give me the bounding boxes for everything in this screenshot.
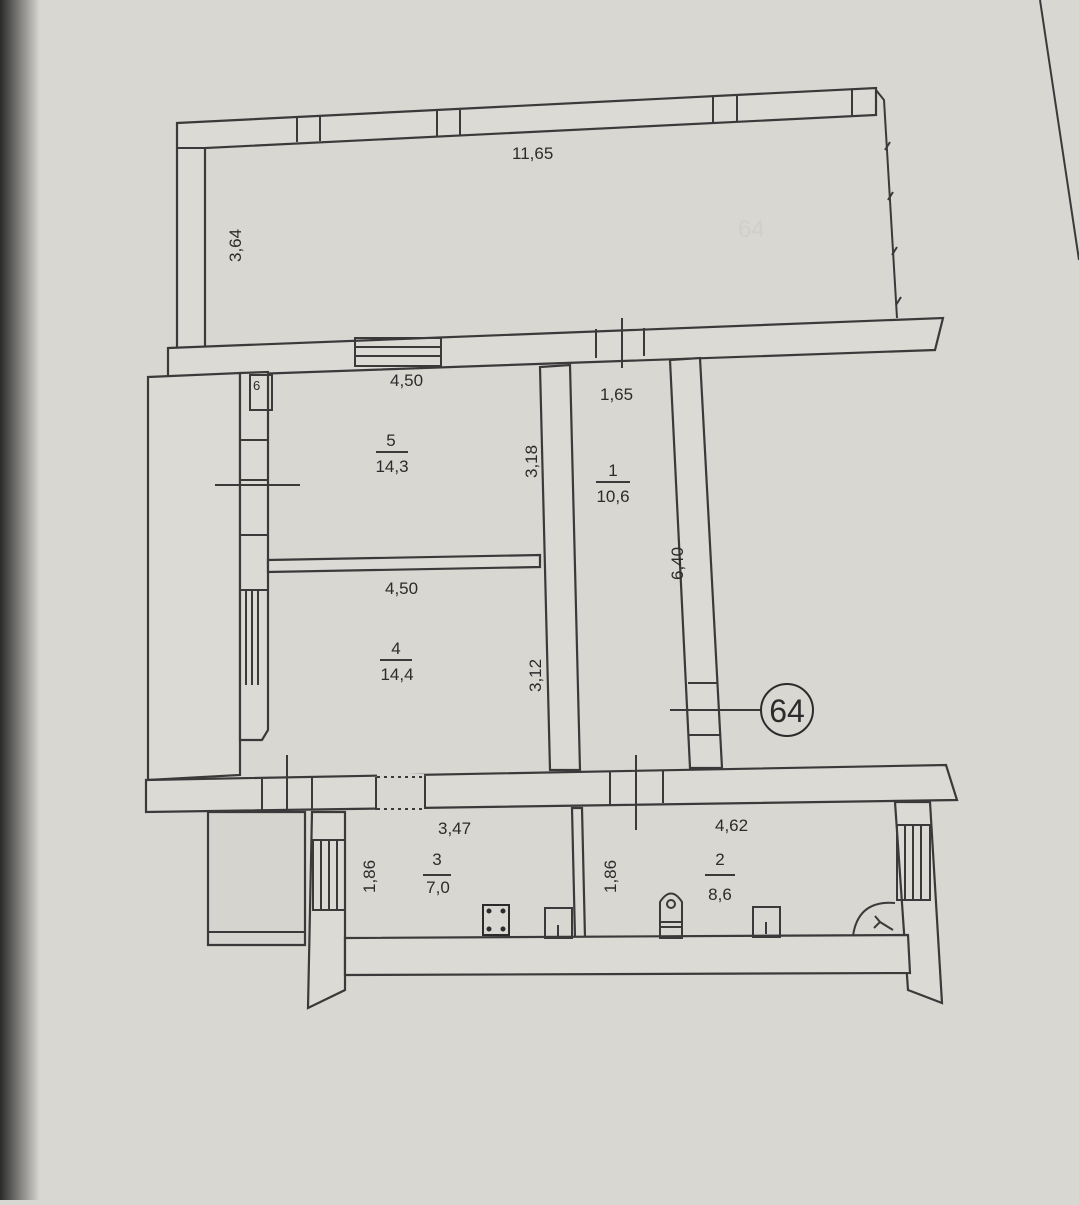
page-shadow [0, 0, 40, 1200]
balcony-wall [166, 316, 945, 379]
dim-room3-width: 3,47 [438, 819, 471, 838]
partition-4-5 [266, 553, 542, 574]
page-edge [1039, 0, 1079, 261]
railing-ticks [884, 141, 902, 306]
room4-number: 4 [391, 639, 400, 658]
stove-icon [482, 904, 510, 936]
left-wall-windows [215, 374, 300, 685]
doorway [377, 774, 424, 812]
watermark: 64 [738, 216, 765, 243]
dim-room3-depth: 1,86 [360, 860, 379, 893]
left-outer-area [146, 371, 242, 782]
room2-number: 2 [715, 850, 724, 869]
dim-room5-width: 4,50 [390, 371, 423, 390]
left-inner-wall [238, 370, 270, 742]
apartment-number: 64 [769, 693, 805, 729]
dim-room2-depth: 1,86 [601, 860, 620, 893]
shaft-label: 6 [253, 378, 260, 393]
room3-area: 7,0 [426, 878, 450, 897]
room3-number: 3 [432, 850, 441, 869]
dim-room4-depth: 3,12 [526, 659, 545, 692]
toilet-icon [659, 892, 683, 939]
middle-wall [144, 763, 959, 814]
dim-room5-depth: 3,18 [522, 445, 541, 478]
wall-3-2 [570, 806, 587, 940]
balcony-window-marks [177, 90, 853, 149]
dim-balcony-width: 3,64 [226, 229, 245, 262]
bottom-outer-wall [343, 933, 912, 977]
washbasin-icon [752, 906, 781, 938]
apartment-marker: 64 [750, 683, 814, 737]
dim-room1-depth: 6,40 [668, 547, 687, 580]
balcony-wall-top-left [175, 86, 878, 350]
balcony-railing [875, 89, 898, 319]
room5-number: 5 [386, 431, 395, 450]
dim-balcony-length: 11,65 [512, 144, 553, 163]
dim-room1-width: 1,65 [600, 385, 633, 404]
room2-area: 8,6 [708, 885, 732, 904]
balcony: 64 11,65 3,64 [175, 86, 902, 350]
sink-icon [544, 907, 573, 939]
dim-room2-width: 4,62 [715, 816, 748, 835]
room5-area: 14,3 [375, 457, 408, 476]
bottom-left-extension [206, 810, 307, 947]
bathtub-corner-icon [852, 901, 896, 937]
balcony-door [354, 318, 645, 368]
room4-area: 14,4 [380, 665, 413, 684]
wall-5-1 [538, 363, 582, 772]
wall-right-1 [668, 356, 724, 770]
room1-area: 10,6 [596, 487, 629, 506]
dim-room4-width: 4,50 [385, 579, 418, 598]
room1-number: 1 [608, 461, 617, 480]
